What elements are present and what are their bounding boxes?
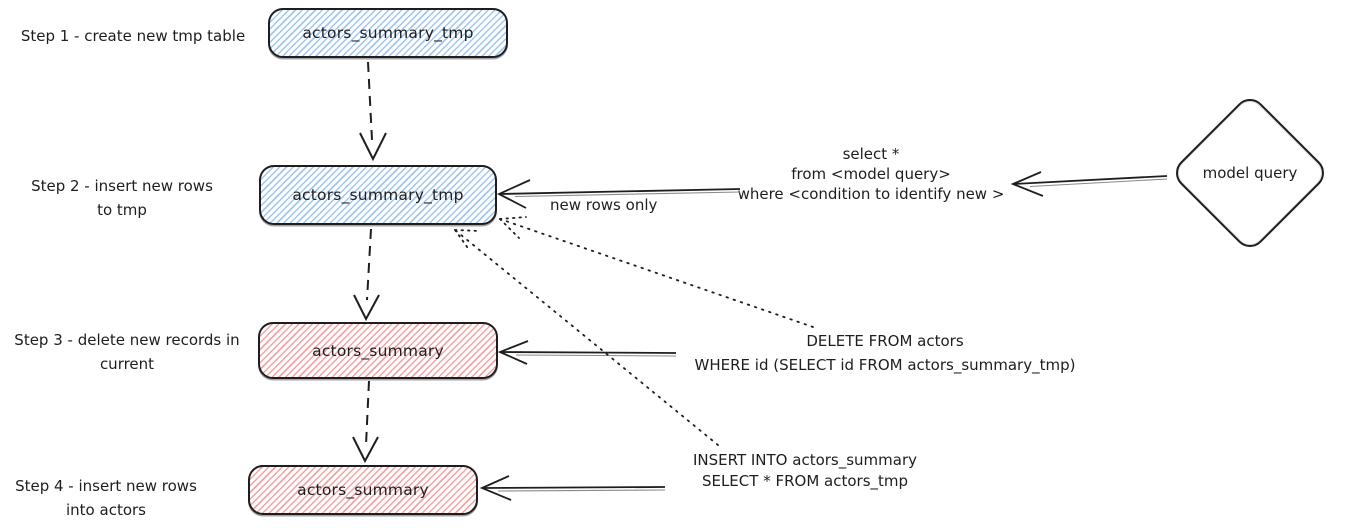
step4-label: Step 4 - insert new rows into actors <box>15 477 197 519</box>
node-step4-actors-summary: actors_summary <box>248 465 478 515</box>
node-step3-actors-summary: actors_summary <box>258 322 498 379</box>
model-query-diamond: model query <box>1169 92 1331 254</box>
delete-sql-annotation: DELETE FROM actors WHERE id (SELECT id F… <box>694 332 1076 374</box>
arrow-step1-to-step2 <box>359 61 387 162</box>
arrow-insert-sql-to-actors-summary <box>479 475 666 501</box>
arrow-model-query-to-select-query <box>1010 171 1168 197</box>
new-rows-only-label: new rows only <box>550 196 658 214</box>
insert-sql-annotation: INSERT INTO actors_summary SELECT * FROM… <box>692 451 918 490</box>
model-query-label: model query <box>1202 164 1298 182</box>
node-step2-label: actors_summary_tmp <box>292 186 464 204</box>
step2-label: Step 2 - insert new rows to tmp <box>31 177 213 219</box>
step3-label: Step 3 - delete new records in current <box>14 331 240 373</box>
select-query-annotation: select * from <model query> where <condi… <box>737 145 1005 203</box>
arrow-delete-sql-to-actors-summary <box>497 340 677 365</box>
node-step1-label: actors_summary_tmp <box>302 24 474 42</box>
dotted-arrow-delete-sql-to-tmp <box>499 216 814 328</box>
node-step3-label: actors_summary <box>312 341 444 360</box>
node-step1-actors-summary-tmp: actors_summary_tmp <box>268 8 508 58</box>
arrow-step3-to-step4 <box>352 380 379 464</box>
node-step4-label: actors_summary <box>297 481 429 499</box>
arrow-step2-to-step3 <box>353 228 380 322</box>
step1-label: Step 1 - create new tmp table <box>20 27 246 45</box>
node-step2-actors-summary-tmp: actors_summary_tmp <box>259 165 497 225</box>
